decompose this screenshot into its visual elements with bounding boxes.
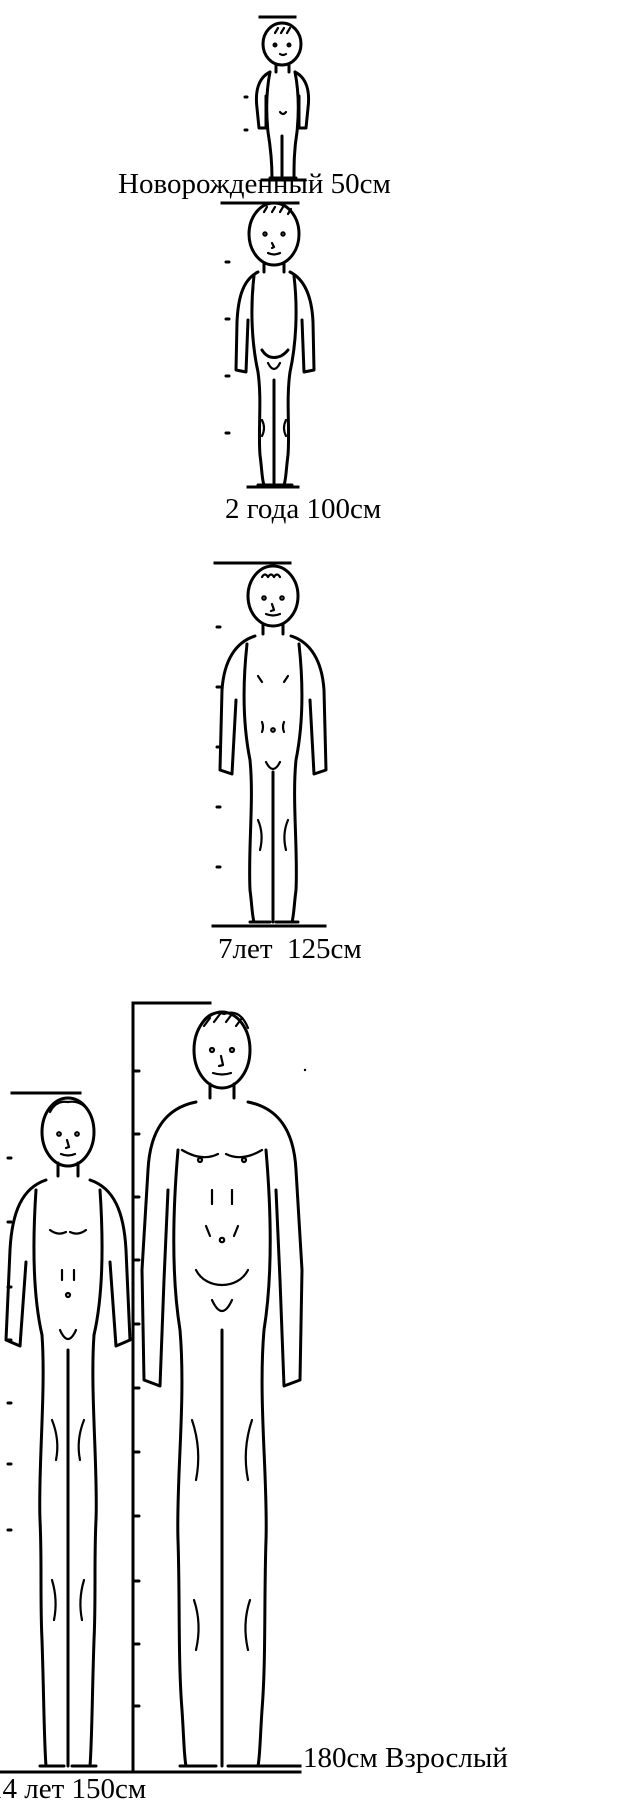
adult-body xyxy=(142,1012,302,1766)
figure-newborn xyxy=(245,17,309,180)
caption-two-years: 2 года 100см xyxy=(225,495,381,524)
stray-dot xyxy=(304,1069,306,1071)
fourteen-years-body xyxy=(6,1098,130,1766)
two-years-body xyxy=(236,203,314,485)
two-years-scale-ticks xyxy=(226,262,229,433)
figure-fourteen-years xyxy=(0,1093,300,1772)
caption-seven-years: 7лет 125см xyxy=(218,935,362,964)
newborn-body xyxy=(256,23,308,178)
caption-fourteen-years: 14 лет 150см xyxy=(0,1775,146,1804)
figure-adult xyxy=(133,1003,306,1772)
adult-scale-ticks xyxy=(135,1071,139,1706)
seven-years-scale-ticks xyxy=(217,627,220,867)
newborn-scale-ticks xyxy=(245,97,247,130)
figure-seven-years xyxy=(213,563,326,926)
caption-newborn: Новорожденный 50см xyxy=(118,170,391,199)
fourteen-years-scale-ticks xyxy=(8,1158,11,1530)
figure-two-years xyxy=(222,203,314,487)
seven-years-body xyxy=(220,566,326,922)
two-years-details xyxy=(262,207,291,436)
caption-adult: 180см Взрослый xyxy=(303,1744,508,1773)
